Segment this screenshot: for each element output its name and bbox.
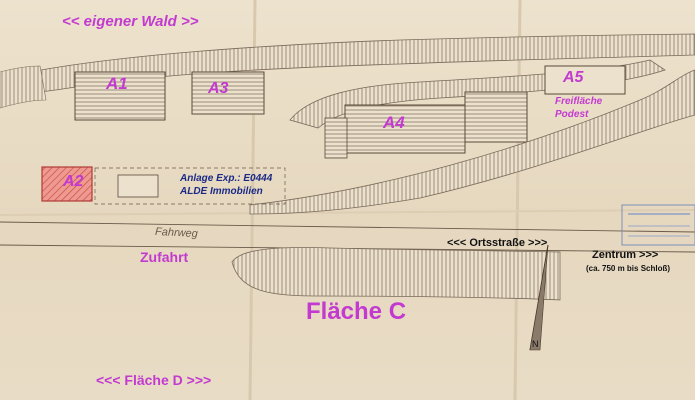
road-edge-top: [0, 221, 695, 233]
label-a1: A1: [106, 74, 128, 93]
small-shed: [117, 174, 159, 198]
label-zentrum: Zentrum >>>: [592, 249, 659, 261]
building-a1: [74, 71, 166, 121]
label-podest: Podest: [555, 109, 589, 120]
lower-embankment: [231, 247, 561, 301]
label-alde: ALDE Immobilien: [180, 186, 263, 197]
north-arrow-head: [529, 244, 549, 351]
label-a5: A5: [563, 69, 584, 86]
label-flaeche-d: <<< Fläche D >>>: [96, 372, 212, 388]
north-label: N: [532, 339, 539, 349]
label-a3: A3: [208, 80, 229, 97]
label-a2: A2: [63, 173, 84, 190]
building-a3: [191, 71, 265, 115]
label-ortsstrasse: <<< Ortsstraße >>>: [447, 237, 548, 249]
lot-boundary: [94, 167, 286, 205]
office-stamp: [621, 204, 695, 246]
area-a5: [544, 65, 626, 95]
paper-fold-3: [0, 209, 695, 216]
label-eigener-wald: << eigener Wald >>: [62, 13, 199, 30]
label-fahrweg: Fahrweg: [154, 225, 199, 241]
label-zufahrt: Zufahrt: [140, 249, 189, 265]
building-a4-annex: [464, 91, 528, 143]
label-freiflaeche: Freifläche: [555, 96, 603, 107]
building-a4: [344, 104, 466, 154]
left-slope: [0, 65, 47, 109]
paper-fold-2: [513, 0, 522, 400]
label-zentrum-distance: (ca. 750 m bis Schloß): [586, 264, 671, 273]
label-flaeche-c: Fläche C: [306, 298, 407, 325]
building-a4-wing: [324, 117, 348, 159]
building-a2: [41, 166, 93, 202]
label-a4: A4: [383, 113, 405, 132]
label-anlage: Anlage Exp.: E0444: [180, 173, 273, 184]
